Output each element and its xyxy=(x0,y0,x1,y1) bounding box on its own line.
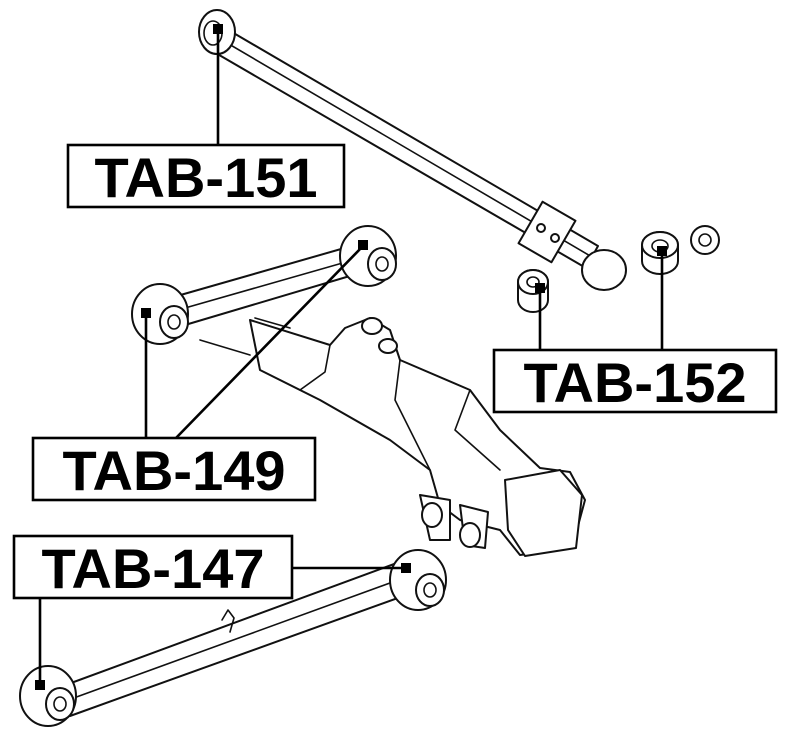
callout-tab-149: TAB-149 xyxy=(31,436,317,502)
leader-lines xyxy=(35,24,667,690)
rear-axle-housing xyxy=(199,317,586,557)
callout-tab-147-label: TAB-147 xyxy=(41,537,264,600)
callout-tab-152-label: TAB-152 xyxy=(523,351,746,414)
callout-tab-151: TAB-151 xyxy=(66,143,346,209)
upper-lateral-link xyxy=(198,9,627,291)
callout-tab-151-label: TAB-151 xyxy=(94,146,317,209)
callout-tab-147: TAB-147 xyxy=(12,534,294,600)
callout-tab-149-label: TAB-149 xyxy=(62,439,285,502)
callout-tab-152: TAB-152 xyxy=(492,348,778,414)
